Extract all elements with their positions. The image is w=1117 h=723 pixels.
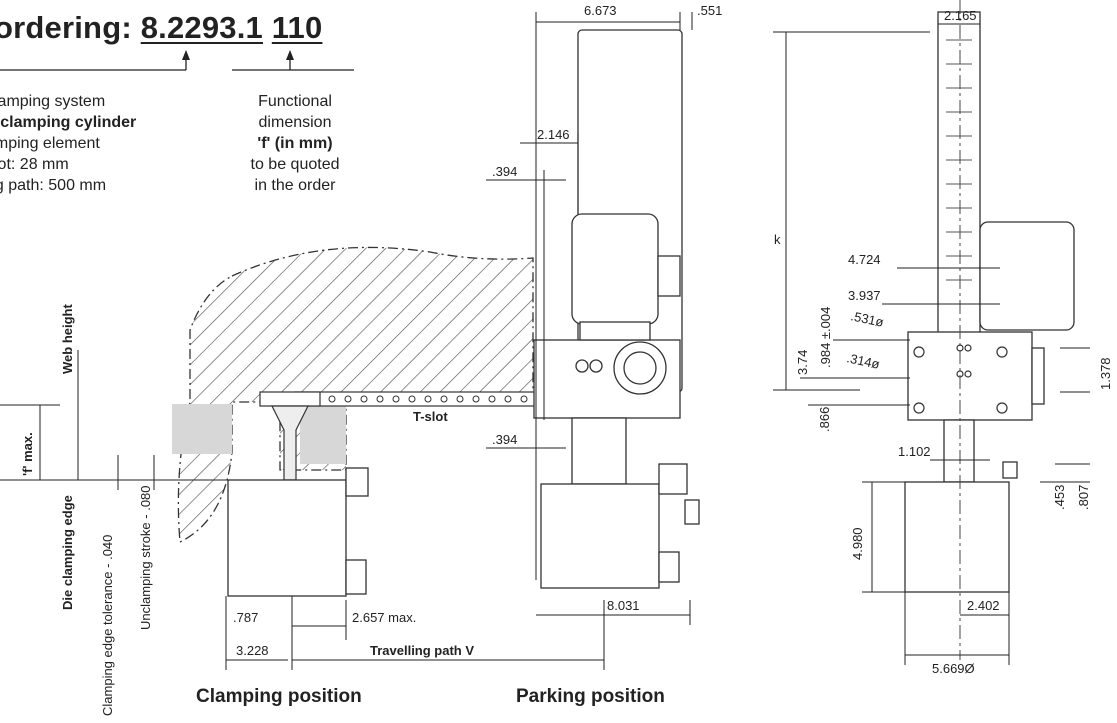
ordering-code: 8.2293.1: [140, 10, 263, 45]
t-slot-rail: [294, 391, 539, 407]
dim-394-mid: .394: [492, 432, 517, 447]
legend-right-line: in the order: [254, 177, 336, 194]
clamping-edge-tolerance-label: Clamping edge tolerance - .040: [100, 535, 115, 716]
legend-left-line: amping element: [0, 135, 100, 152]
dim-1102: 1.102: [898, 444, 931, 459]
ordering-leaders: [0, 56, 354, 71]
dim-4980: 4.980: [850, 527, 865, 560]
legend-right: Functional dimension 'f' (in mm) to be q…: [215, 91, 375, 196]
unclamping-stroke-label: Unclamping stroke - .080: [138, 485, 153, 630]
f-max-label: 'f' max.: [20, 432, 35, 476]
dim-3228: 3.228: [236, 643, 269, 658]
dim-394-top: .394: [492, 164, 517, 179]
legend-right-line: to be quoted: [250, 156, 340, 173]
dim-3937: 3.937: [848, 288, 881, 303]
dim-5669: 5.669Ø: [932, 661, 975, 676]
parking-assembly: [533, 29, 700, 589]
dim-807: .807: [1076, 485, 1091, 510]
dim-2657: 2.657 max.: [352, 610, 416, 625]
dim-787: .787: [233, 610, 258, 625]
web-height-label: Web height: [60, 304, 75, 374]
dim-866: .866: [817, 407, 832, 432]
dim-551: .551: [697, 3, 722, 18]
dim-984: .984 ±.004: [818, 307, 833, 368]
dim-453: .453: [1052, 485, 1067, 510]
dimension-lines: [0, 12, 1090, 670]
dim-2165: 2.165: [944, 8, 977, 23]
legend-right-line: 'f' (in mm): [257, 135, 333, 152]
travelling-path-label: Travelling path V: [370, 643, 474, 658]
clamping-position-label: Clamping position: [196, 686, 362, 707]
legend-left-line: ng path: 500 mm: [0, 177, 107, 194]
legend-right-line: dimension: [258, 114, 332, 131]
side-view: [904, 11, 1075, 593]
dim-531: .531ø: [849, 308, 885, 330]
dim-6673: 6.673: [584, 3, 617, 18]
clamping-cylinder-body: [227, 467, 369, 597]
dim-2402: 2.402: [967, 598, 1000, 613]
dim-1378: 1.378: [1098, 357, 1113, 390]
legend-right-line: Functional: [258, 93, 332, 110]
dim-4724: 4.724: [848, 252, 881, 267]
dim-2146: 2.146: [537, 127, 570, 142]
legend-left-line: clamping system: [0, 93, 106, 110]
die-clamping-edge-label: Die clamping edge: [60, 495, 75, 610]
dim-374: 3.74: [795, 350, 810, 375]
parking-position-label: Parking position: [516, 686, 665, 707]
label-k: k: [774, 232, 781, 247]
dim-8031: 8.031: [607, 598, 640, 613]
t-slot-label: T-slot: [413, 409, 448, 424]
dim-314: .314ø: [845, 350, 881, 372]
ordering-suffix: 110: [271, 10, 323, 45]
legend-left-line: g clamping cylinder: [0, 114, 137, 131]
legend-left: clamping system g clamping cylinder ampi…: [0, 91, 136, 196]
ordering-prefix: ordering:: [0, 10, 132, 45]
legend-left-line: slot: 28 mm: [0, 156, 69, 173]
ordering-title: ordering: 8.2293.1 110: [0, 10, 322, 46]
